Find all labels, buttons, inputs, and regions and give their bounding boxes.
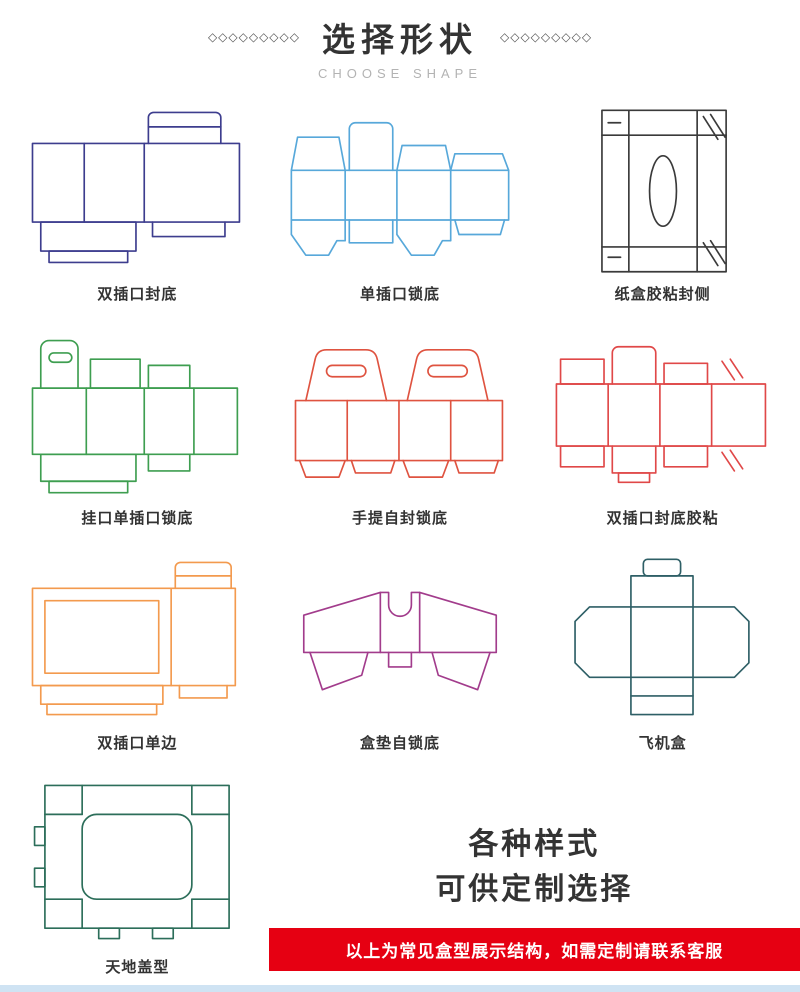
section-divider [0, 985, 800, 992]
shape-label: 挂口单插口锁底 [81, 510, 194, 527]
shape-label: 飞机盒 [638, 734, 687, 752]
double-tuck-bottom-glue-dieline [555, 345, 766, 484]
shape-label: 双插口封底 [97, 285, 178, 303]
shape-lid-and-base: 天地盖型 [6, 761, 269, 986]
shape-label: 手提自封锁底 [351, 510, 448, 527]
diamond-decor-left-icon: ◇◇◇◇◇◇◇◇◇ [207, 30, 300, 44]
shape-glue-side-seal: 纸盒胶粘封侧 [531, 87, 794, 312]
shape-label: 双插口封底胶粘 [606, 510, 719, 527]
double-tuck-bottom-dieline [31, 111, 241, 263]
page-title: 选择形状 [322, 21, 478, 58]
shape-label: 盒垫自锁底 [359, 734, 440, 752]
shape-double-tuck-single-side: 双插口单边 [6, 536, 269, 761]
mailer-box-dieline [573, 557, 750, 715]
shape-hang-tab-lock-bottom: 挂口单插口锁底 [6, 312, 269, 537]
custom-text-line2: 可供定制选择 [435, 873, 634, 906]
page-subtitle: CHOOSE SHAPE [317, 66, 483, 81]
shape-label: 天地盖型 [105, 959, 170, 976]
custom-note: 各种样式 可供定制选择 以上为常见盒型展示结构，如需定制请联系客服 [268, 761, 800, 986]
glue-side-seal-dieline [600, 108, 727, 273]
contact-service-banner: 以上为常见盒型展示结构，如需定制请联系客服 [268, 928, 800, 971]
shape-label: 纸盒胶粘封侧 [614, 285, 711, 303]
shape-pad-self-lock-bottom: 盒垫自锁底 [269, 536, 532, 761]
shape-grid: 双插口封底 单插口锁底 [0, 81, 800, 985]
handle-self-lock-bottom-dieline [294, 349, 504, 478]
single-tuck-lock-bottom-dieline [290, 121, 510, 256]
hang-tab-lock-bottom-dieline [31, 339, 239, 494]
shape-handle-self-lock-bottom: 手提自封锁底 [269, 312, 532, 537]
shape-double-tuck-bottom-glue: 双插口封底胶粘 [531, 312, 794, 537]
shape-single-tuck-lock-bottom: 单插口锁底 [269, 87, 532, 312]
shape-double-tuck-bottom: 双插口封底 [6, 87, 269, 312]
lid-and-base-dieline [34, 784, 231, 940]
pad-self-lock-bottom-dieline [302, 591, 498, 691]
shape-label: 单插口锁底 [359, 285, 440, 303]
diamond-decor-right-icon: ◇◇◇◇◇◇◇◇◇ [500, 30, 593, 44]
section-header: ◇◇◇◇◇◇◇◇◇ 选择形状 ◇◇◇◇◇◇◇◇◇ CHOOSE SHAPE [0, 0, 800, 81]
custom-text-line1: 各种样式 [468, 828, 601, 861]
shape-mailer-box: 飞机盒 [531, 536, 794, 761]
shape-label: 双插口单边 [97, 734, 178, 752]
double-tuck-single-side-dieline [31, 561, 237, 715]
